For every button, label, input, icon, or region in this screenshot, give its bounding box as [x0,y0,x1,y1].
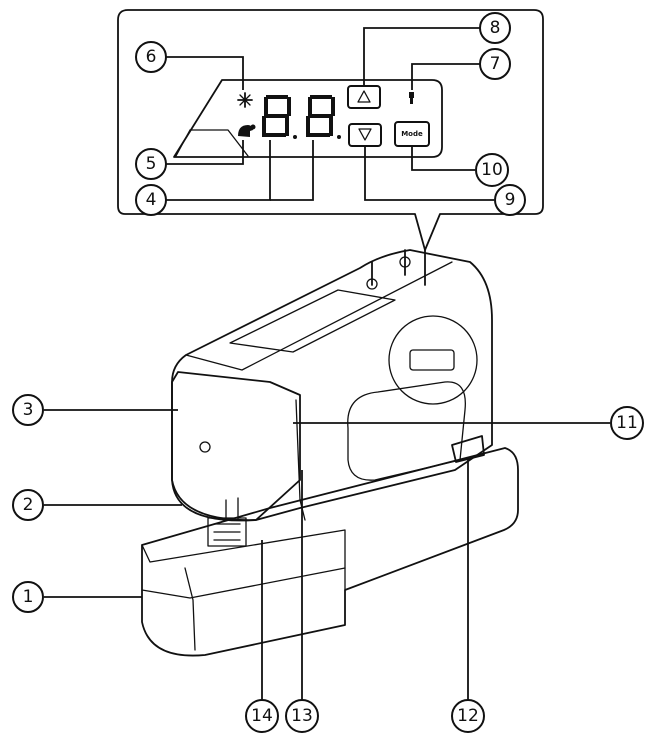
spool-pins [366,249,426,290]
base-top-edge [141,529,346,591]
base-front-band [141,567,346,599]
machine-head [171,371,301,521]
callouts: 1 2 3 4 5 6 7 8 [12,12,644,733]
svg-text:11: 11 [616,413,638,433]
machine-base [141,447,519,657]
presser-foot-area [207,497,247,547]
svg-text:3: 3 [23,400,34,420]
arm-top-ridge [185,261,453,371]
inset-frame [117,9,544,251]
callout-2: 2 [12,489,44,521]
svg-text:8: 8 [490,18,501,38]
panel-bevel [189,129,249,157]
down-button[interactable] [348,123,382,147]
svg-text:4: 4 [146,190,157,210]
callout-13: 13 [285,699,319,733]
free-arm-split [184,567,196,651]
reverse-lever [451,435,485,463]
callout-5: 5 [135,148,167,180]
mode-button-label: Mode [401,130,423,138]
callout-6: 6 [135,41,167,73]
callout-10: 10 [475,153,509,187]
machine-upper-arm [171,249,493,522]
turtle-icon [238,124,256,137]
panel-outline [173,79,443,158]
arm-throat [347,381,466,481]
svg-text:7: 7 [490,54,501,74]
callout-1: 1 [12,581,44,613]
callout-12: 12 [451,699,485,733]
take-up-lever-path [295,399,306,521]
head-knob [199,441,211,453]
asterisk-icon [237,92,253,108]
svg-text:13: 13 [291,706,313,726]
seven-segment-display [262,95,341,139]
callout-11: 11 [610,406,644,440]
mode-button[interactable]: Mode [394,121,430,147]
callout-3: 3 [12,394,44,426]
triangle-up-icon [357,90,371,103]
svg-text:6: 6 [146,47,157,67]
machine-panel-mini [409,349,455,371]
svg-text:2: 2 [23,495,34,515]
digit-right [306,95,341,139]
callout-7: 7 [479,48,511,80]
control-panel-inset: Mode [117,9,544,251]
leader-lines [44,27,610,700]
top-cover [229,289,396,353]
needle-icon [409,92,414,104]
callout-4: 4 [135,184,167,216]
panel-zoom-circle [388,315,478,405]
callout-14: 14 [245,699,279,733]
panel-bevel-2 [175,129,191,157]
svg-text:14: 14 [251,706,273,726]
digit-left [262,95,297,139]
svg-text:12: 12 [457,706,479,726]
svg-text:5: 5 [146,154,157,174]
svg-text:9: 9 [505,190,516,210]
svg-text:10: 10 [481,160,503,180]
callout-8: 8 [479,12,511,44]
triangle-down-icon [358,128,372,141]
svg-text:1: 1 [23,587,34,607]
up-button[interactable] [347,85,381,109]
sewing-machine [141,249,519,657]
callout-9: 9 [494,184,526,216]
